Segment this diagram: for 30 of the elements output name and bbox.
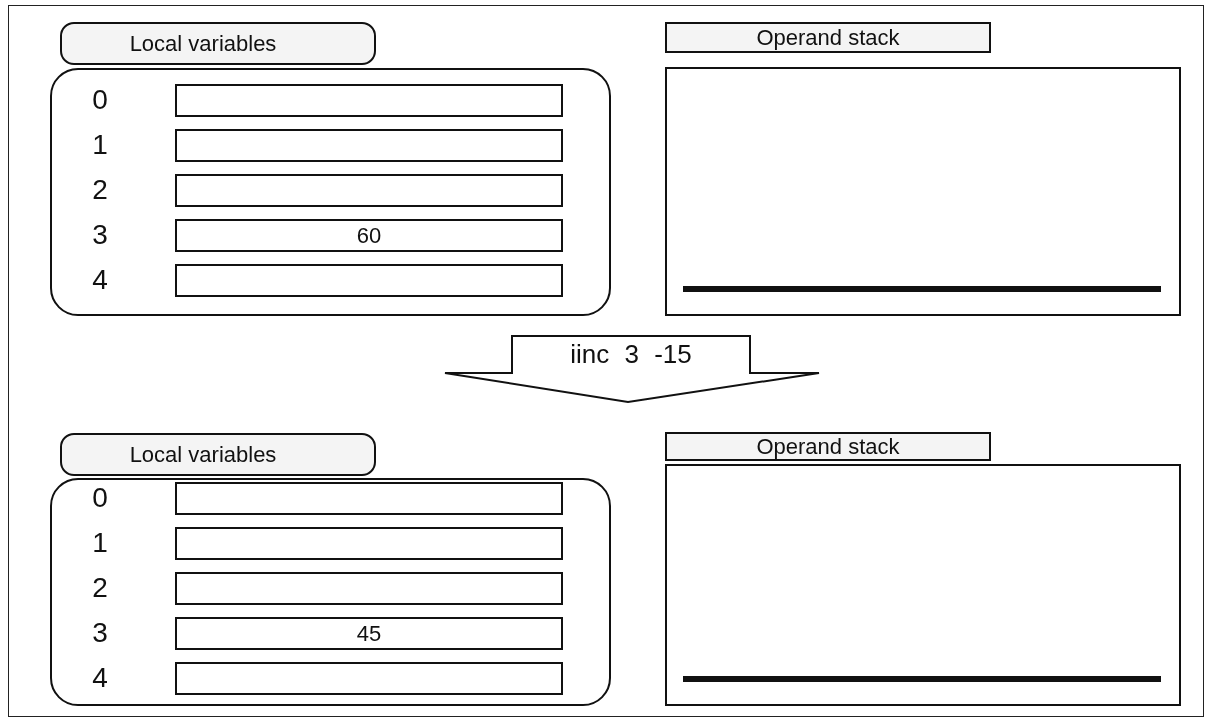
section-label: Operand stack — [665, 22, 991, 53]
slot-index: 1 — [91, 529, 109, 557]
slot-index: 0 — [91, 484, 109, 512]
slot-index: 1 — [91, 131, 109, 159]
local-variables-panel — [50, 478, 611, 706]
section-label: Operand stack — [665, 432, 991, 461]
block-arrow — [443, 335, 821, 404]
instruction-label: iinc 3 -15 — [569, 339, 693, 370]
variable-slot — [175, 662, 563, 695]
operand-stack-panel — [665, 464, 1181, 706]
variable-slot: 45 — [175, 617, 563, 650]
slot-index: 0 — [91, 86, 109, 114]
slot-index: 2 — [91, 176, 109, 204]
variable-slot — [175, 264, 563, 297]
variable-slot — [175, 527, 563, 560]
section-label: Local variables — [60, 22, 376, 65]
section-label: Local variables — [60, 433, 376, 476]
variable-slot: 60 — [175, 219, 563, 252]
variable-slot — [175, 572, 563, 605]
local-variables-panel — [50, 68, 611, 316]
variable-slot — [175, 482, 563, 515]
slot-index: 2 — [91, 574, 109, 602]
slot-index: 4 — [91, 266, 109, 294]
variable-slot — [175, 174, 563, 207]
slot-index: 3 — [91, 221, 109, 249]
variable-slot — [175, 129, 563, 162]
variable-slot — [175, 84, 563, 117]
slot-index: 4 — [91, 664, 109, 692]
operand-stack-panel — [665, 67, 1181, 316]
slot-index: 3 — [91, 619, 109, 647]
